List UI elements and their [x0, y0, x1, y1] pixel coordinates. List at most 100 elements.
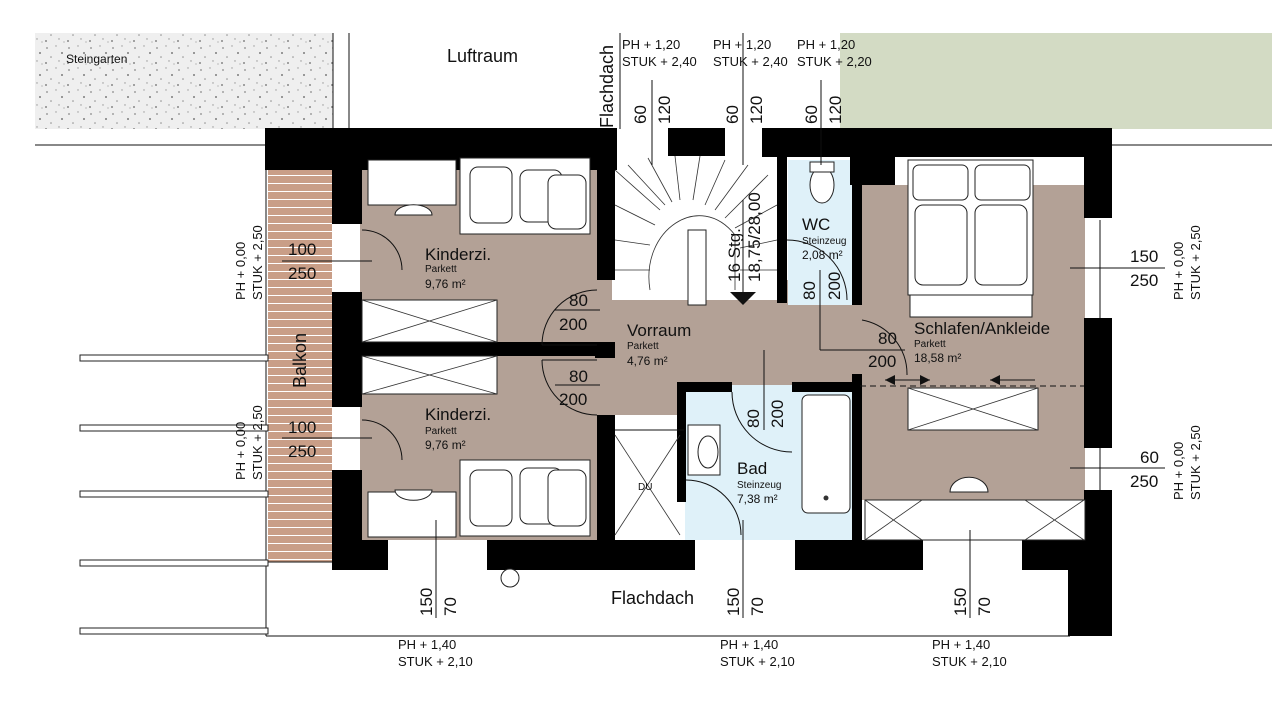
svg-text:200: 200	[559, 315, 587, 334]
room-name: Vorraum	[627, 321, 691, 340]
balkon-label: Balkon	[290, 333, 310, 388]
svg-text:PH + 1,20: PH + 1,20	[797, 37, 855, 52]
du-label: DU	[638, 482, 652, 493]
dim-door-kinder-top: 80 200	[555, 291, 600, 334]
svg-text:70: 70	[975, 597, 994, 616]
svg-text:100: 100	[288, 240, 316, 259]
svg-text:200: 200	[868, 352, 896, 371]
svg-text:STUK + 2,10: STUK + 2,10	[720, 654, 795, 669]
svg-text:60: 60	[1140, 448, 1159, 467]
flachdach-top-label: Flachdach	[597, 45, 617, 128]
dim-kinder-bottom-window: 100 250	[282, 418, 372, 461]
svg-text:250: 250	[288, 264, 316, 283]
dim-top1: 60 120	[631, 80, 674, 165]
level-right2: PH + 0,00 STUK + 2,50	[1171, 425, 1203, 500]
svg-text:STUK + 2,40: STUK + 2,40	[713, 54, 788, 69]
room-name: Schlafen/Ankleide	[914, 319, 1050, 338]
svg-text:STUK + 2,50: STUK + 2,50	[250, 225, 265, 300]
svg-text:150: 150	[417, 588, 436, 616]
level-bottom1: PH + 1,40 STUK + 2,10	[398, 637, 473, 669]
level-top3: PH + 1,20 STUK + 2,20	[797, 37, 872, 69]
svg-text:250: 250	[288, 442, 316, 461]
room-area: 9,76 m²	[425, 438, 466, 452]
svg-text:STUK + 2,40: STUK + 2,40	[622, 54, 697, 69]
steingarten-area	[35, 33, 333, 129]
room-bad: Bad Steinzeug 7,38 m²	[737, 459, 781, 506]
room-kinder-top: Kinderzi. Parkett 9,76 m²	[425, 245, 491, 291]
svg-text:80: 80	[569, 291, 588, 310]
flachdach-bottom-label: Flachdach	[611, 588, 694, 608]
svg-text:PH + 0,00: PH + 0,00	[233, 242, 248, 300]
dim-right-window2: 60 250	[1070, 448, 1165, 491]
dim-bottom3: 150 70	[951, 530, 994, 618]
svg-text:120: 120	[747, 96, 766, 124]
svg-text:STUK + 2,50: STUK + 2,50	[1188, 225, 1203, 300]
room-vorraum: Vorraum Parkett 4,76 m²	[627, 321, 691, 368]
dim-bottom2: 150 70	[724, 520, 767, 618]
level-left1: PH + 0,00 STUK + 2,50	[233, 225, 265, 300]
level-bottom3: PH + 1,40 STUK + 2,10	[932, 637, 1007, 669]
svg-text:80: 80	[800, 281, 819, 300]
svg-text:120: 120	[655, 96, 674, 124]
room-name: Bad	[737, 459, 767, 478]
room-area: 9,76 m²	[425, 277, 466, 291]
room-floor: Parkett	[627, 341, 659, 352]
svg-text:STUK + 2,50: STUK + 2,50	[1188, 425, 1203, 500]
room-area: 4,76 m²	[627, 354, 668, 368]
room-kinder-bottom: Kinderzi. Parkett 9,76 m²	[425, 405, 491, 452]
room-wc: WC Steinzeug 2,08 m²	[802, 215, 846, 262]
svg-text:PH + 0,00: PH + 0,00	[1171, 442, 1186, 500]
dim-door-bad: 80 200	[744, 350, 787, 430]
level-top2: PH + 1,20 STUK + 2,40	[713, 37, 788, 69]
dim-door-kinder-bottom: 80 200	[555, 367, 600, 409]
svg-text:200: 200	[559, 390, 587, 409]
balkon-deck	[268, 170, 332, 562]
steingarten-label: Steingarten	[66, 52, 127, 66]
room-area: 7,38 m²	[737, 492, 778, 506]
svg-text:PH + 1,20: PH + 1,20	[713, 37, 771, 52]
svg-text:60: 60	[723, 105, 742, 124]
svg-text:150: 150	[951, 588, 970, 616]
level-top1: PH + 1,20 STUK + 2,40	[622, 37, 697, 69]
dim-door-wc: 80 200	[800, 270, 905, 351]
svg-text:200: 200	[768, 400, 787, 428]
room-area: 2,08 m²	[802, 248, 843, 262]
level-right1: PH + 0,00 STUK + 2,50	[1171, 225, 1203, 300]
svg-text:PH + 1,40: PH + 1,40	[932, 637, 990, 652]
svg-text:120: 120	[826, 96, 845, 124]
dim-top3: 60 120	[802, 80, 845, 165]
room-name: Kinderzi.	[425, 405, 491, 424]
svg-text:150: 150	[724, 588, 743, 616]
room-floor: Steinzeug	[802, 236, 846, 247]
svg-text:PH + 1,20: PH + 1,20	[622, 37, 680, 52]
svg-text:250: 250	[1130, 271, 1158, 290]
luftraum-label: Luftraum	[447, 46, 518, 66]
room-floor: Parkett	[425, 426, 457, 437]
balkon-rails	[79, 354, 269, 635]
room-name: WC	[802, 215, 830, 234]
room-name: Kinderzi.	[425, 245, 491, 264]
svg-text:100: 100	[288, 418, 316, 437]
svg-text:PH + 0,00: PH + 0,00	[233, 422, 248, 480]
svg-text:70: 70	[748, 597, 767, 616]
svg-text:80: 80	[569, 367, 588, 386]
doors	[361, 229, 908, 536]
stair-label: 16 Stg. 18,75/28,00	[725, 192, 764, 282]
level-left2: PH + 0,00 STUK + 2,50	[233, 405, 265, 480]
dim-kinder-top-window: 100 250	[282, 240, 372, 283]
svg-text:PH + 0,00: PH + 0,00	[1171, 242, 1186, 300]
room-schlafen: Schlafen/Ankleide Parkett 18,58 m²	[914, 319, 1050, 365]
garden-area	[840, 33, 1272, 129]
svg-text:STUK + 2,50: STUK + 2,50	[250, 405, 265, 480]
svg-text:80: 80	[744, 409, 763, 428]
svg-text:STUK + 2,20: STUK + 2,20	[797, 54, 872, 69]
svg-text:STUK + 2,10: STUK + 2,10	[398, 654, 473, 669]
dim-right-window1: 150 250	[1070, 247, 1165, 290]
svg-text:18,75/28,00: 18,75/28,00	[745, 192, 764, 282]
svg-text:150: 150	[1130, 247, 1158, 266]
room-floor: Parkett	[914, 339, 946, 350]
furniture	[361, 157, 1086, 588]
svg-text:70: 70	[441, 597, 460, 616]
room-floor: Steinzeug	[737, 480, 781, 491]
